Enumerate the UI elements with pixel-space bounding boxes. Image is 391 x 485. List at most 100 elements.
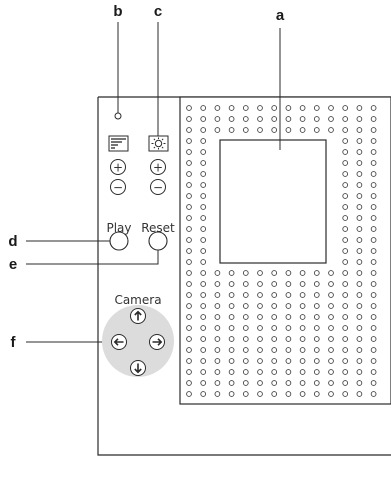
camera-right-button[interactable]	[149, 334, 165, 350]
perforation-hole	[342, 182, 349, 188]
perforation-hole	[200, 259, 207, 265]
perforation-hole	[299, 369, 306, 375]
perforation-hole	[186, 215, 192, 221]
perforation-hole	[299, 303, 306, 309]
perforation-hole	[200, 314, 207, 320]
perforation-hole	[228, 270, 235, 276]
perforation-hole	[228, 303, 235, 309]
perforation-hole	[342, 270, 349, 276]
play-button[interactable]	[109, 231, 129, 251]
perforation-hole	[370, 259, 377, 265]
perforation-hole	[370, 160, 377, 166]
perforation-hole	[356, 259, 363, 265]
perforation-hole	[370, 270, 377, 276]
perforation-hole	[313, 116, 320, 122]
perforation-hole	[200, 193, 207, 199]
perforation-hole	[200, 149, 207, 155]
perforation-hole	[356, 182, 363, 188]
reset-button[interactable]	[148, 231, 168, 251]
indicator-light	[114, 112, 122, 120]
perforation-hole	[271, 270, 278, 276]
perforation-hole	[242, 325, 249, 331]
perforation-hole	[313, 380, 320, 386]
perforation-hole	[370, 171, 377, 177]
perforation-hole	[342, 226, 349, 232]
perforation-hole	[271, 116, 278, 122]
brightness-minus-button[interactable]: −	[150, 179, 166, 195]
perforation-hole	[242, 292, 249, 298]
perforation-hole	[328, 358, 334, 364]
perforation-hole	[257, 358, 263, 364]
perforation-hole	[342, 127, 349, 133]
perforation-hole	[242, 314, 249, 320]
perforation-hole	[356, 303, 363, 309]
perforation-hole	[186, 138, 192, 144]
perforation-hole	[356, 380, 363, 386]
brightness-plus-button[interactable]: +	[150, 159, 166, 175]
perforation-hole	[342, 138, 349, 144]
contrast-minus-button[interactable]: −	[110, 179, 126, 195]
perforation-hole	[214, 281, 221, 287]
perforation-hole	[257, 391, 263, 397]
perforation-hole	[356, 215, 363, 221]
perforation-hole	[370, 127, 377, 133]
perforation-hole	[299, 336, 306, 342]
perforation-hole	[228, 116, 235, 122]
perforation-hole	[299, 325, 306, 331]
perforation-hole	[342, 336, 349, 342]
perforation-hole	[186, 160, 192, 166]
perforation-hole	[370, 182, 377, 188]
perforation-hole	[271, 325, 278, 331]
perforation-hole	[200, 237, 207, 243]
perforation-hole	[285, 127, 292, 133]
perforation-hole	[200, 369, 207, 375]
perforation-hole	[271, 358, 278, 364]
contrast-plus-button[interactable]: +	[110, 159, 126, 175]
perforation-hole	[328, 127, 334, 133]
perforation-hole	[186, 303, 192, 309]
perforation-hole	[342, 160, 349, 166]
perforation-hole	[186, 204, 192, 210]
perforation-hole	[356, 325, 363, 331]
perforation-hole	[313, 303, 320, 309]
perforation-hole	[342, 292, 349, 298]
perforation-hole	[228, 292, 235, 298]
perforation-hole	[370, 336, 377, 342]
camera-dpad	[102, 305, 174, 377]
perforation-hole	[299, 380, 306, 386]
perforation-hole	[271, 369, 278, 375]
perforation-hole	[186, 182, 192, 188]
camera-up-button[interactable]	[130, 308, 146, 324]
perforation-hole	[328, 391, 334, 397]
perforation-hole	[271, 127, 278, 133]
perforation-hole	[186, 193, 192, 199]
perforation-hole	[342, 215, 349, 221]
perforation-hole	[285, 303, 292, 309]
perforation-hole	[342, 259, 349, 265]
callout-d: d	[8, 233, 17, 250]
perforation-hole	[370, 314, 377, 320]
perforation-hole	[214, 270, 221, 276]
perforation-hole	[356, 292, 363, 298]
perforation-hole	[299, 281, 306, 287]
perforation-hole	[299, 127, 306, 133]
perforation-hole	[342, 380, 349, 386]
perforation-hole	[370, 325, 377, 331]
camera-down-button[interactable]	[130, 360, 146, 376]
perforation-hole	[356, 369, 363, 375]
perforation-hole	[370, 215, 377, 221]
perforation-hole	[370, 380, 377, 386]
perforation-hole	[370, 149, 377, 155]
perforation-hole	[370, 105, 377, 111]
perforation-hole	[356, 171, 363, 177]
perforation-hole	[271, 380, 278, 386]
perforation-hole	[370, 237, 377, 243]
perforation-hole	[342, 105, 349, 111]
perforation-hole	[200, 226, 207, 232]
camera-left-button[interactable]	[111, 334, 127, 350]
perforation-hole	[214, 127, 221, 133]
minus-glyph: −	[113, 181, 123, 195]
perforation-hole	[356, 127, 363, 133]
perforation-hole	[313, 358, 320, 364]
